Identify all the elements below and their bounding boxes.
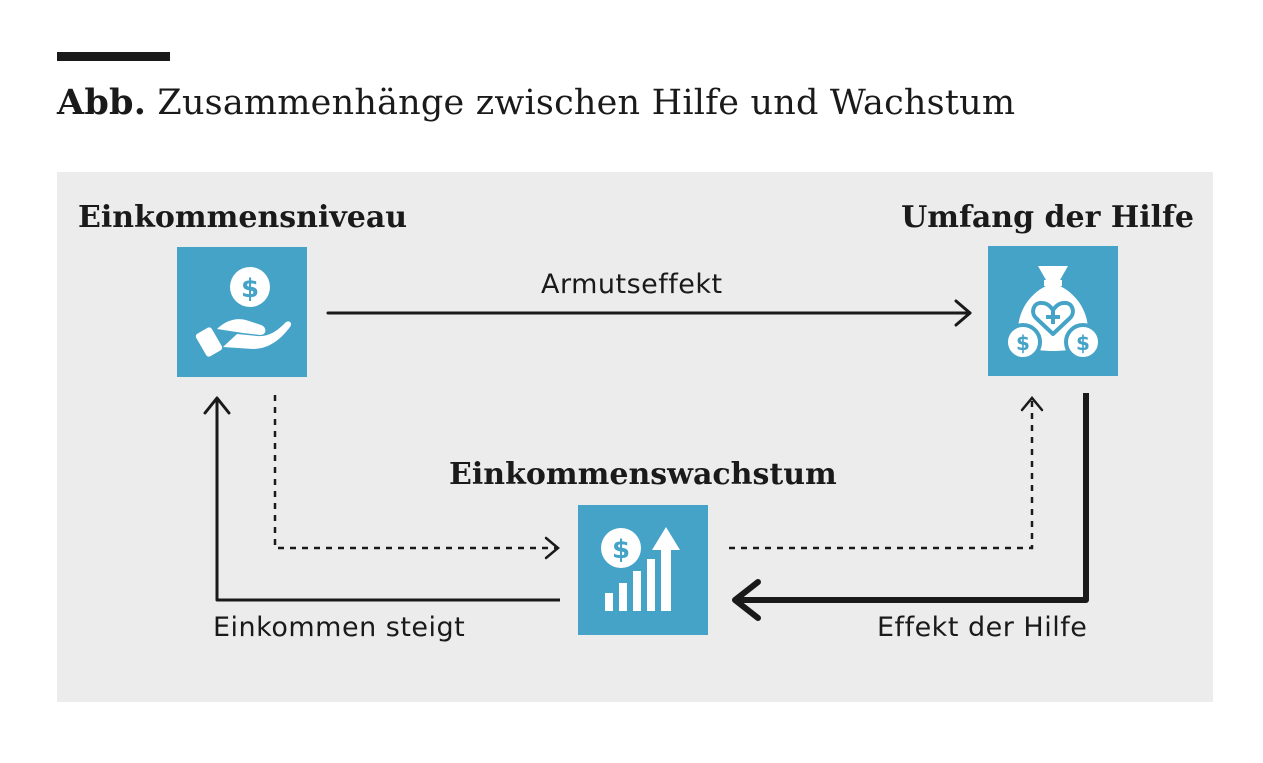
income-level-box: $	[177, 247, 307, 377]
svg-text:$: $	[1016, 331, 1030, 355]
svg-text:$: $	[1076, 331, 1090, 355]
arrow-income-rises	[203, 396, 560, 602]
node-title-income-growth: Einkommenswachstum	[449, 457, 837, 492]
arrow-aid-effect	[732, 393, 1089, 621]
growth-chart-dollar-icon: $	[601, 527, 680, 611]
aid-volume-box: $ $	[988, 246, 1118, 376]
income-growth-box: $	[578, 505, 708, 635]
figure-title: Abb. Zusammenhänge zwischen Hilfe und Wa…	[57, 82, 1015, 123]
svg-text:$: $	[612, 535, 630, 565]
figure-title-lead: Abb.	[57, 82, 147, 123]
hand-holding-dollar-icon: $	[195, 267, 292, 357]
dotted-arrowhead-aid	[1020, 396, 1044, 412]
node-title-aid-volume: Umfang der Hilfe	[901, 200, 1194, 235]
top-rule	[57, 52, 170, 61]
edge-label-poverty-effect: Armutseffekt	[541, 269, 723, 300]
arrow-poverty-effect	[326, 299, 972, 327]
dotted-arrow-level-to-growth	[273, 395, 556, 550]
dotted-arrow-growth-to-aid	[729, 400, 1034, 550]
edge-label-income-rises: Einkommen steigt	[213, 612, 466, 643]
money-bag-heart-icon: $ $	[1004, 266, 1102, 361]
svg-text:$: $	[241, 274, 259, 304]
figure-title-text: Zusammenhänge zwischen Hilfe und Wachstu…	[146, 83, 1016, 123]
dotted-arrowhead-growth	[544, 536, 560, 560]
node-title-income-level: Einkommensniveau	[78, 200, 408, 235]
edge-label-aid-effect: Effekt der Hilfe	[877, 612, 1088, 643]
